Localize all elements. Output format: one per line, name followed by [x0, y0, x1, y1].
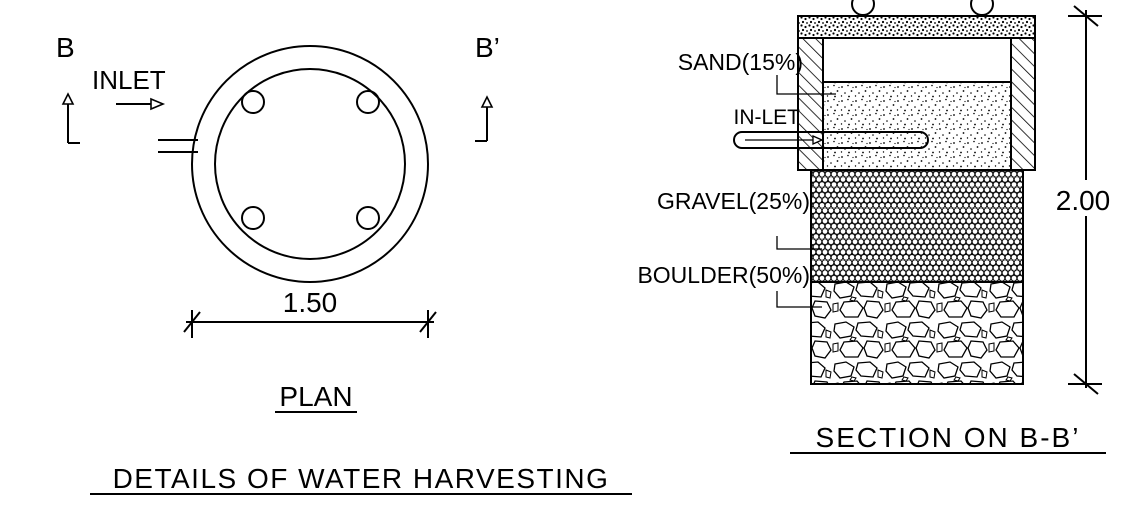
section-dimension-line [1068, 5, 1102, 395]
layer-label-sand: SAND(15%) [678, 49, 803, 75]
plan-caption: PLAN [279, 381, 352, 412]
cover-slab [797, 15, 1036, 39]
free-space [822, 37, 1012, 83]
pit-outer-wall [191, 45, 429, 283]
sand-layer [822, 81, 1012, 171]
cover-hole [241, 90, 265, 114]
cover-hole [241, 206, 265, 230]
drawing-title: DETAILS OF WATER HARVESTING [113, 463, 610, 494]
wall-right [1010, 37, 1036, 171]
layer-label-boulder: BOULDER(50%) [637, 262, 810, 288]
section-mark-right: B’ [475, 32, 500, 63]
section-inlet-pipe [733, 131, 929, 149]
section-arrow-right [475, 95, 494, 142]
plan-view: B INLET B’ 1.50 [56, 32, 500, 413]
section-arrow-left [61, 92, 80, 144]
plan-inlet-label: INLET [92, 65, 166, 95]
leader-sand [776, 75, 836, 95]
pit-inner-wall [214, 68, 406, 260]
section-caption: SECTION ON B-B’ [816, 422, 1081, 453]
section-dimension-label: 2.00 [1056, 185, 1111, 216]
leader-boulder [776, 291, 822, 308]
leader-gravel [776, 236, 822, 250]
section-view: SAND(15%) IN-LET GRAVEL(25%) BOULDER(50%… [637, 0, 1120, 454]
lifting-hook [851, 0, 875, 16]
layer-label-gravel: GRAVEL(25%) [657, 188, 810, 214]
cover-hole [356, 90, 380, 114]
plan-dimension-line [183, 310, 437, 338]
cover-hole [356, 206, 380, 230]
plan-dimension-label: 1.50 [283, 287, 338, 318]
inlet-arrow [116, 97, 166, 111]
lifting-hook [970, 0, 994, 16]
section-inlet-label: IN-LET [733, 106, 800, 129]
gravel-layer [810, 169, 1024, 283]
inlet-pipe [158, 139, 198, 153]
boulder-layer [810, 281, 1024, 385]
section-mark-left: B [56, 32, 75, 63]
